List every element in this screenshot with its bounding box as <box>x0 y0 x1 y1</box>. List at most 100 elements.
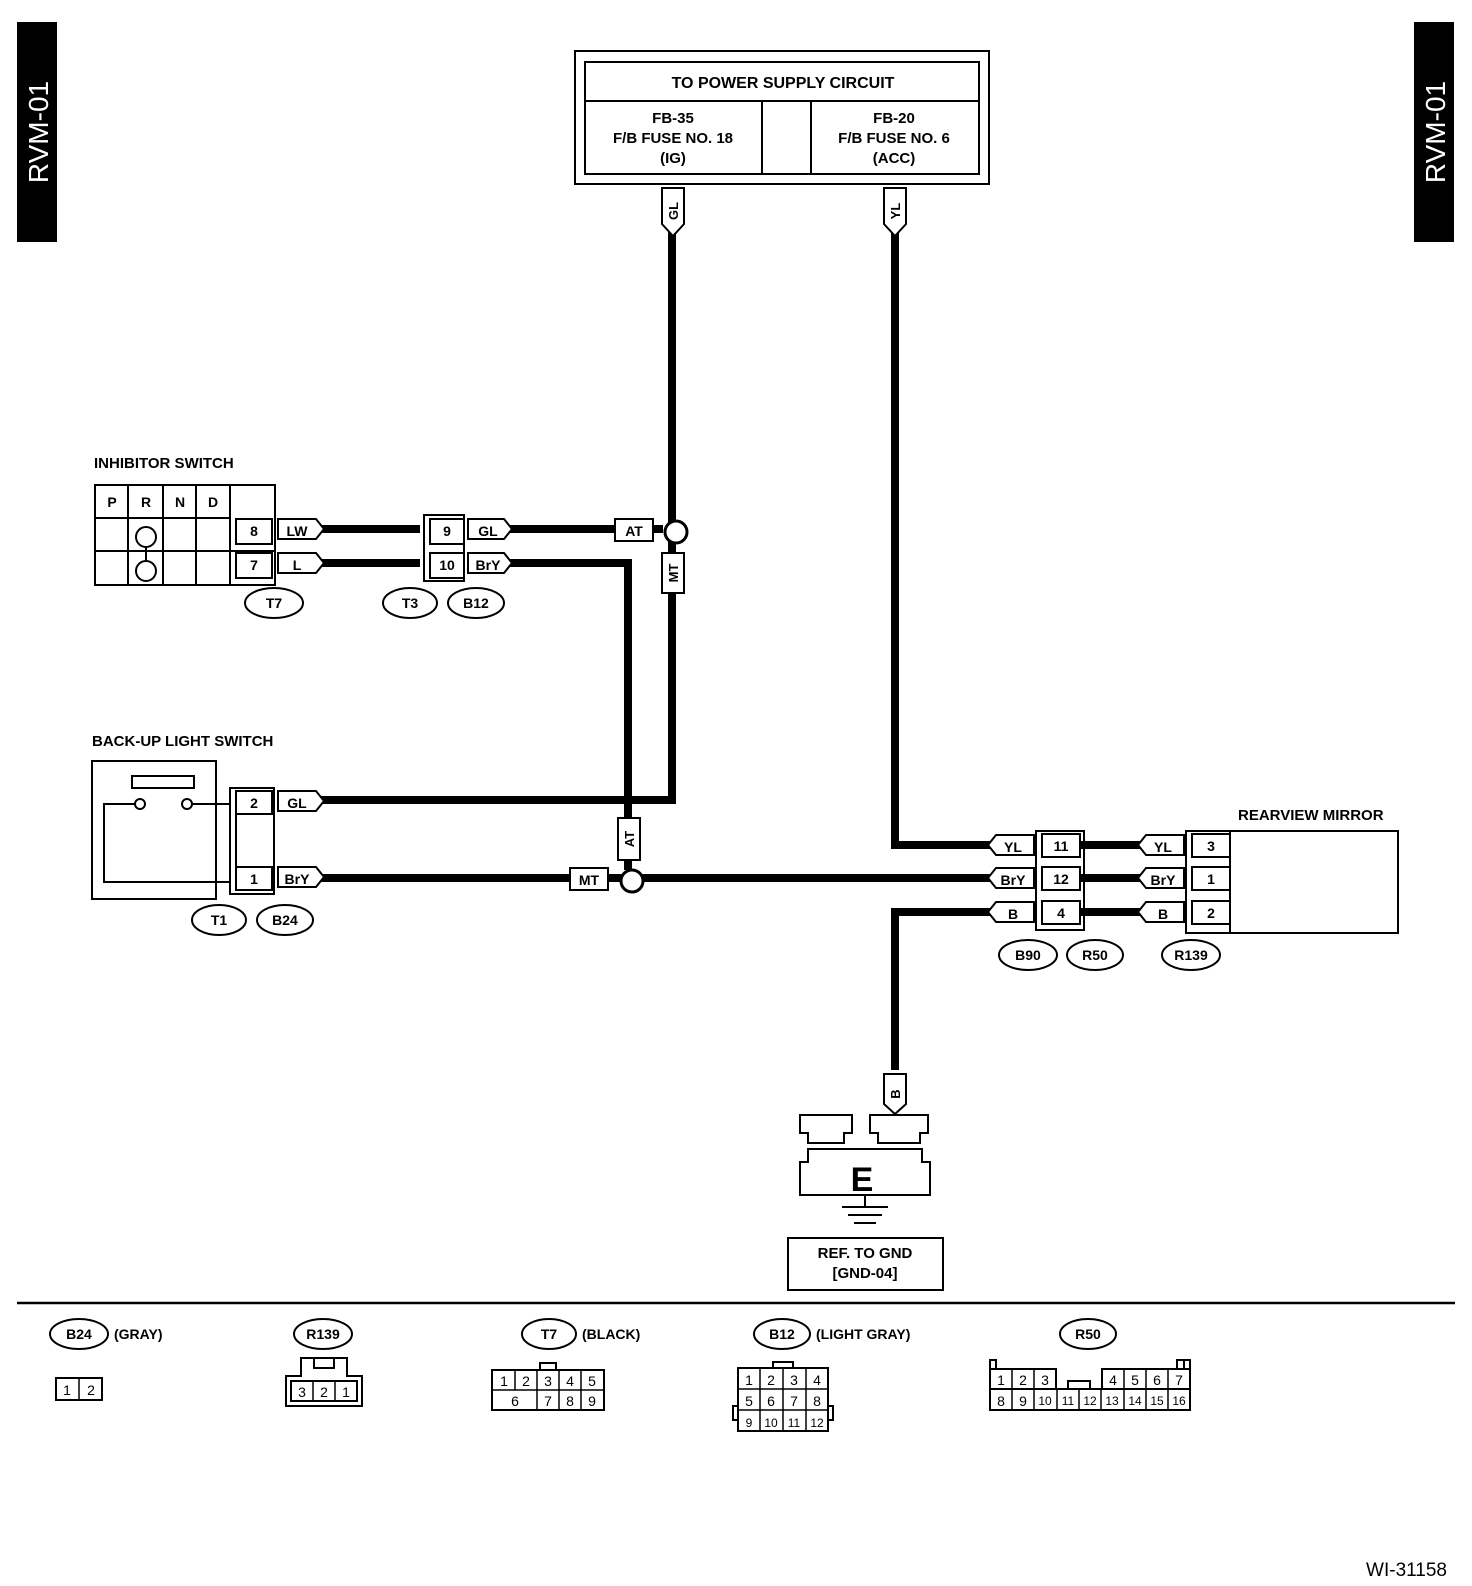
svg-text:1: 1 <box>342 1384 350 1400</box>
svg-text:12: 12 <box>810 1416 824 1430</box>
connector-tag-b24: B24 <box>256 904 314 936</box>
svg-text:15: 15 <box>1150 1394 1164 1408</box>
svg-text:10: 10 <box>1038 1394 1052 1408</box>
svg-text:4: 4 <box>566 1373 574 1389</box>
svg-text:B24: B24 <box>272 912 298 928</box>
ground-reference-box: REF. TO GND [GND-04] <box>787 1237 944 1291</box>
mid-pin-10: 10 <box>439 557 455 573</box>
svg-text:GL: GL <box>478 523 498 539</box>
svg-text:BrY: BrY <box>1001 872 1027 888</box>
connector-tag-r50: R50 <box>1066 939 1124 971</box>
inhibitor-pin-7: 7 <box>250 557 258 573</box>
fuse-left-name: F/B FUSE NO. 18 <box>613 130 733 147</box>
page-code-right: RVM-01 <box>1420 81 1451 183</box>
svg-text:5: 5 <box>1131 1372 1139 1388</box>
svg-text:B: B <box>1158 906 1168 922</box>
legend-b12-color: (LIGHT GRAY) <box>816 1326 910 1342</box>
svg-text:8: 8 <box>997 1393 1005 1409</box>
svg-text:9: 9 <box>746 1416 753 1430</box>
wire-label-b-b90: B <box>986 901 1035 923</box>
svg-text:1: 1 <box>500 1373 508 1389</box>
junction-mt <box>619 868 645 894</box>
svg-text:2: 2 <box>87 1382 95 1398</box>
svg-text:B90: B90 <box>1015 947 1041 963</box>
page-code-left: RVM-01 <box>23 81 54 183</box>
svg-text:AT: AT <box>622 831 637 847</box>
position-d: D <box>208 494 218 510</box>
svg-text:6: 6 <box>511 1393 519 1409</box>
svg-text:GL: GL <box>287 795 307 811</box>
svg-text:1: 1 <box>997 1372 1005 1388</box>
connector-tag-t7: T7 <box>244 587 304 619</box>
svg-text:7: 7 <box>544 1393 552 1409</box>
legend-b12-code: B12 <box>769 1326 795 1342</box>
svg-text:B: B <box>888 1089 903 1098</box>
svg-text:MT: MT <box>666 564 681 583</box>
wire-label-bry-backup: BrY <box>277 866 326 888</box>
connector-tag-t1: T1 <box>191 904 247 936</box>
power-supply-box: TO POWER SUPPLY CIRCUIT FB-35 F/B FUSE N… <box>574 50 990 185</box>
fuse-right-code: FB-20 <box>873 110 915 127</box>
svg-text:11: 11 <box>1062 1394 1075 1408</box>
svg-text:3: 3 <box>298 1384 306 1400</box>
fuse-right-name: F/B FUSE NO. 6 <box>838 130 950 147</box>
svg-text:GL: GL <box>666 202 681 220</box>
inhibitor-switch-title: INHIBITOR SWITCH <box>94 455 234 472</box>
svg-text:12: 12 <box>1083 1394 1097 1408</box>
ground-ref-line1: REF. TO GND <box>818 1245 913 1262</box>
svg-text:10: 10 <box>764 1416 778 1430</box>
wire-label-bry-b90: BrY <box>986 867 1035 889</box>
figure-reference: WI-31158 <box>1366 1560 1447 1581</box>
wire-label-bry-mid: BrY <box>467 552 514 574</box>
mt-label-vertical: MT <box>661 552 685 594</box>
svg-text:YL: YL <box>1154 839 1172 855</box>
wire-label-lw: LW <box>277 518 326 540</box>
wire-label-gl-mid: GL <box>467 518 514 540</box>
wire-label-yl-r139: YL <box>1136 834 1185 856</box>
svg-text:3: 3 <box>544 1373 552 1389</box>
position-r: R <box>141 494 151 510</box>
backup-pin-2: 2 <box>250 795 258 811</box>
ground-terminal: E <box>799 1114 931 1224</box>
svg-text:T7: T7 <box>266 595 283 611</box>
at-label-inhibitor: AT <box>614 518 654 542</box>
svg-text:1: 1 <box>745 1372 753 1388</box>
rearview-mirror: REARVIEW MIRROR 3 1 2 <box>1185 807 1399 934</box>
svg-text:6: 6 <box>767 1393 775 1409</box>
rearview-mirror-title: REARVIEW MIRROR <box>1238 807 1384 824</box>
svg-text:14: 14 <box>1128 1394 1142 1408</box>
svg-text:3: 3 <box>1041 1372 1049 1388</box>
svg-text:5: 5 <box>588 1373 596 1389</box>
mirror-pin-3: 3 <box>1207 838 1215 854</box>
fuse-left-type: (IG) <box>660 150 686 167</box>
svg-text:4: 4 <box>813 1372 821 1388</box>
connector-tag-r139: R139 <box>1161 939 1221 971</box>
page-code-tab-right: RVM-01 <box>1414 22 1454 242</box>
svg-text:11: 11 <box>788 1416 801 1430</box>
junction-pin-4: 4 <box>1057 905 1065 921</box>
fuse-right-type: (ACC) <box>873 150 916 167</box>
connector-tag-b90: B90 <box>998 939 1058 971</box>
mirror-pin-1: 1 <box>1207 871 1215 887</box>
connector-b90-r50: 11 12 4 <box>1035 830 1085 931</box>
svg-text:MT: MT <box>579 872 600 888</box>
svg-text:2: 2 <box>767 1372 775 1388</box>
backup-switch-title: BACK-UP LIGHT SWITCH <box>92 733 273 750</box>
svg-text:T1: T1 <box>211 912 228 928</box>
svg-text:6: 6 <box>1153 1372 1161 1388</box>
backup-light-switch: BACK-UP LIGHT SWITCH 2 1 <box>91 733 275 900</box>
svg-text:8: 8 <box>813 1393 821 1409</box>
svg-text:AT: AT <box>625 523 643 539</box>
power-supply-title: TO POWER SUPPLY CIRCUIT <box>672 75 895 92</box>
svg-text:YL: YL <box>1004 839 1022 855</box>
wire-label-b-ground: B <box>883 1073 907 1116</box>
inhibitor-pin-8: 8 <box>250 523 258 539</box>
svg-text:7: 7 <box>790 1393 798 1409</box>
svg-text:9: 9 <box>588 1393 596 1409</box>
svg-text:L: L <box>293 557 302 573</box>
junction-pin-12: 12 <box>1053 871 1069 887</box>
svg-text:16: 16 <box>1172 1394 1186 1408</box>
junction-at <box>663 519 689 545</box>
legend-t7-color: (BLACK) <box>582 1326 640 1342</box>
